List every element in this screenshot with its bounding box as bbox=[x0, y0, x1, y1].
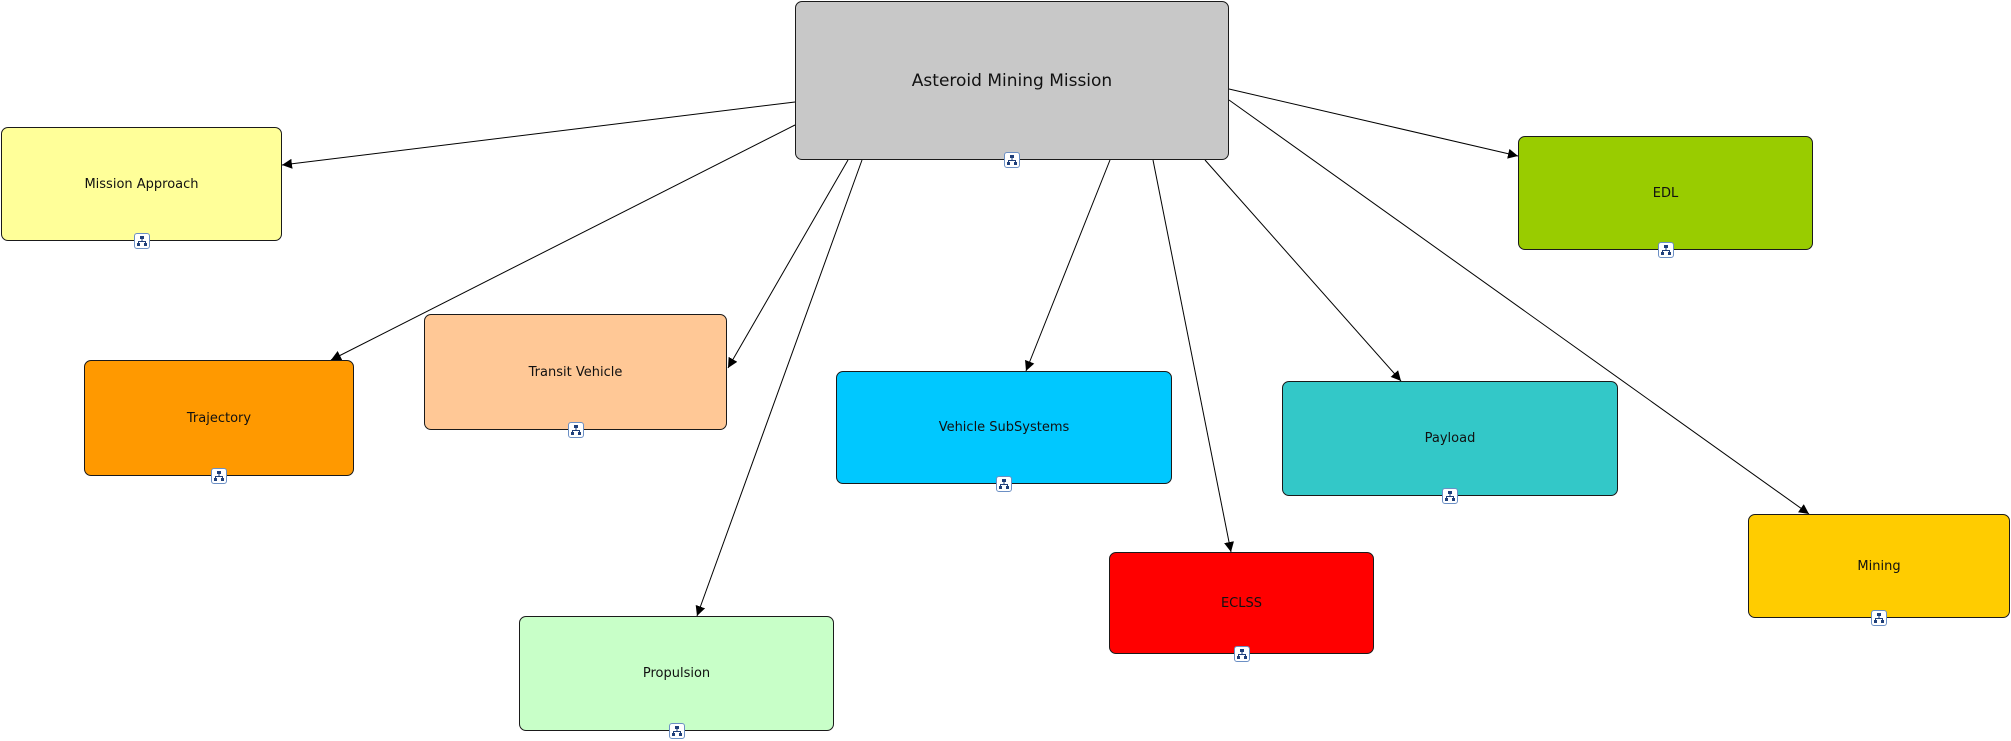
node-label: Payload bbox=[1424, 431, 1476, 446]
node-label: Mission Approach bbox=[84, 176, 199, 192]
node-label: Transit Vehicle bbox=[528, 364, 623, 380]
node-label: Trajectory bbox=[186, 410, 252, 426]
node-transit-vehicle[interactable]: Transit Vehicle bbox=[424, 314, 727, 438]
submap-icon[interactable] bbox=[996, 476, 1012, 492]
submap-icon[interactable] bbox=[133, 233, 150, 249]
node-label: EDL bbox=[1652, 185, 1679, 201]
node-mining[interactable]: Mining bbox=[1748, 514, 2010, 626]
node-label: ECLSS bbox=[1220, 595, 1263, 611]
edge-root-vehicle-subsystems bbox=[1025, 159, 1111, 372]
edge-root-mission-approach bbox=[281, 101, 796, 169]
edge-root-mining bbox=[1228, 99, 1810, 515]
node-edl[interactable]: EDL bbox=[1518, 136, 1813, 258]
submap-icon[interactable] bbox=[1233, 646, 1250, 662]
edge-root-eclss bbox=[1152, 159, 1234, 553]
submap-icon[interactable] bbox=[1871, 610, 1887, 626]
submap-icon[interactable] bbox=[1657, 242, 1674, 258]
node-propulsion[interactable]: Propulsion bbox=[519, 616, 834, 739]
node-label: Asteroid Mining Mission bbox=[911, 70, 1113, 91]
edge-root-propulsion bbox=[695, 159, 863, 617]
node-payload[interactable]: Payload bbox=[1282, 381, 1618, 504]
edge-root-transit-vehicle bbox=[727, 159, 849, 369]
node-asteroid-mining-mission[interactable]: Asteroid Mining Mission bbox=[795, 1, 1229, 168]
node-vehicle-subsystems[interactable]: Vehicle SubSystems bbox=[836, 371, 1172, 492]
edge-root-payload bbox=[1204, 159, 1402, 382]
edge-root-trajectory bbox=[330, 124, 796, 361]
node-label: Mining bbox=[1857, 558, 1901, 574]
submap-icon[interactable] bbox=[211, 468, 227, 484]
submap-icon[interactable] bbox=[567, 422, 584, 438]
submap-icon[interactable] bbox=[668, 723, 685, 739]
node-trajectory[interactable]: Trajectory bbox=[84, 360, 354, 484]
node-eclss[interactable]: ECLSS bbox=[1109, 552, 1374, 662]
node-label: Vehicle SubSystems bbox=[938, 420, 1070, 435]
submap-icon[interactable] bbox=[1004, 152, 1020, 168]
node-label: Propulsion bbox=[642, 666, 711, 681]
submap-icon[interactable] bbox=[1442, 488, 1458, 504]
edge-root-edl bbox=[1228, 88, 1519, 159]
node-mission-approach[interactable]: Mission Approach bbox=[1, 127, 282, 249]
